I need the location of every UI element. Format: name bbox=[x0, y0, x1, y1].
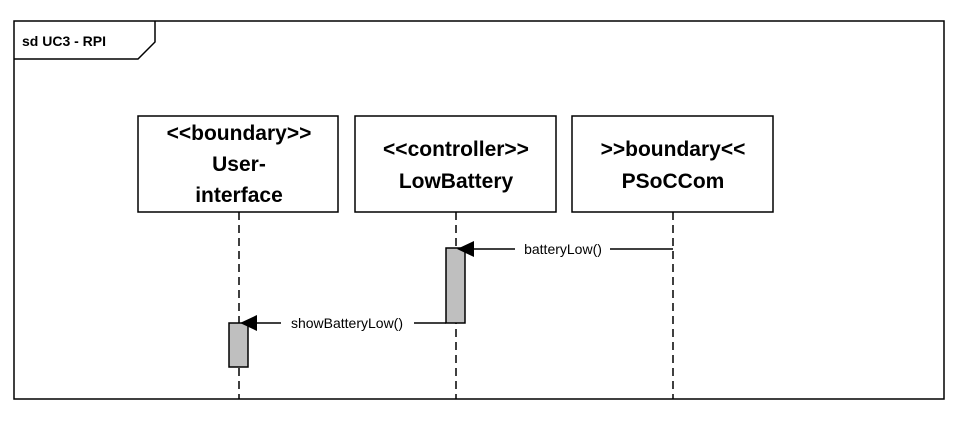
message-show-battery-low-label: showBatteryLow() bbox=[291, 315, 403, 331]
lifeline-psoc-name: PSoCCom bbox=[622, 170, 725, 193]
lifeline-ui-box bbox=[137, 115, 339, 213]
message-show-battery-low-arrowhead bbox=[240, 315, 257, 331]
activation-bar-lb bbox=[445, 247, 466, 324]
lifeline-lb: <<controller>> LowBattery bbox=[354, 115, 557, 213]
diagram-frame bbox=[13, 20, 945, 400]
frame-title-tab bbox=[14, 21, 156, 60]
lifeline-ui: <<boundary>> User- interface bbox=[137, 115, 339, 213]
lifeline-lb-stereotype: <<controller>> bbox=[383, 138, 529, 161]
lifeline-psoc-stereotype: >>boundary<< bbox=[601, 138, 746, 161]
message-show-battery-low: showBatteryLow() bbox=[240, 315, 446, 331]
lifeline-psoc-box bbox=[571, 115, 774, 213]
lifeline-lb-box bbox=[354, 115, 557, 213]
lifeline-ui-name-line1: User- bbox=[212, 153, 266, 176]
lifeline-ui-name-line2: interface bbox=[195, 184, 283, 207]
lifeline-lb-name: LowBattery bbox=[399, 170, 514, 193]
message-battery-low: batteryLow() bbox=[457, 241, 673, 257]
message-battery-low-label: batteryLow() bbox=[524, 241, 602, 257]
frame-title: sd UC3 - RPI bbox=[22, 33, 106, 49]
message-battery-low-arrowhead bbox=[457, 241, 474, 257]
activation-bar-ui bbox=[228, 322, 249, 368]
lifeline-ui-stereotype: <<boundary>> bbox=[167, 122, 312, 145]
lifeline-psoc: >>boundary<< PSoCCom bbox=[571, 115, 774, 213]
